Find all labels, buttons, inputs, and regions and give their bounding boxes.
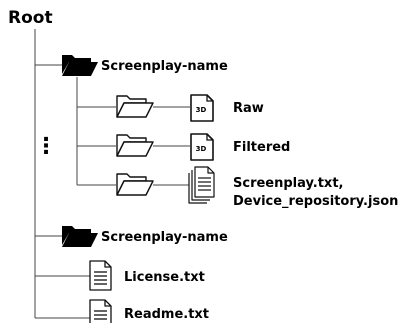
vertical-ellipsis: ⋮ [35,134,57,159]
root-label: Root [8,8,53,28]
folder-open-outline-icon [116,95,154,118]
folder-open-outline-icon [116,134,154,157]
connector-lines [34,29,190,319]
docs-label-line-2: Device_repository.json [233,194,399,209]
folder-open-filled-icon [62,226,98,247]
folder-open-outline-icon [116,173,154,196]
stacked-documents-icon [188,166,215,204]
svg-text:3D: 3D [196,106,207,114]
docs-label-line-1: Screenplay.txt, [233,176,344,191]
filtered-label: Filtered [233,140,291,155]
3d-file-icon: 3D [190,94,214,122]
readme-label: Readme.txt [124,307,210,322]
raw-label: Raw [233,101,264,116]
folder-open-filled-icon [62,55,98,76]
folder-label: Screenplay-name [101,59,228,74]
folder-label: Screenplay-name [101,230,228,245]
text-document-icon [89,260,112,291]
svg-text:3D: 3D [196,145,207,153]
3d-file-icon: 3D [190,133,214,161]
license-label: License.txt [124,270,205,285]
text-document-icon [89,299,112,323]
